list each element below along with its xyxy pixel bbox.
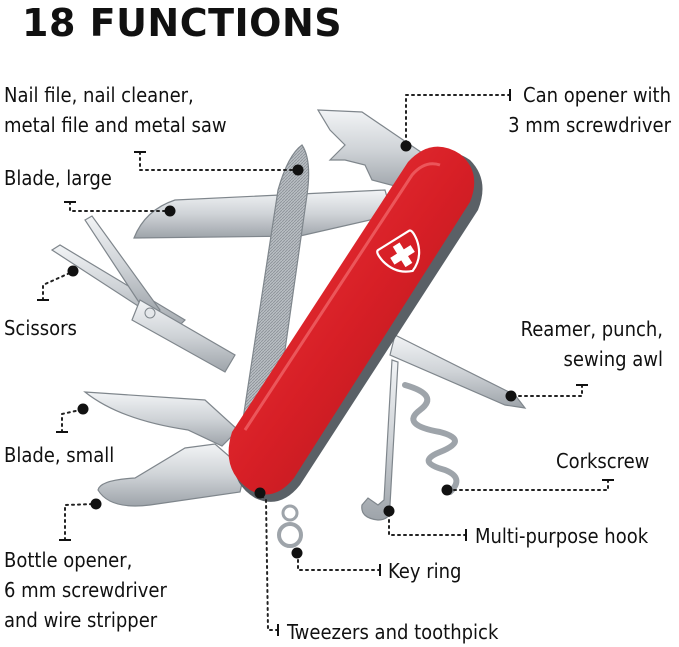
large-blade [133,189,393,239]
label-nail-file-line-2: metal file and metal saw [4,113,227,137]
swiss-cross-logo [376,229,421,273]
label-reamer-line-2: sewing awl [563,347,663,371]
label-blade-small: Blade, small [4,443,115,467]
label-reamer-line-1: Reamer, punch, [520,317,663,341]
label-bottle-opener-line-2: 6 mm screwdriver [4,578,167,602]
label-multi-hook: Multi-purpose hook [475,524,649,548]
reamer [389,334,527,409]
label-tweezers: Tweezers and toothpick [287,620,499,644]
red-handle [228,146,483,502]
label-can-opener: Can opener with 3 mm screwdriver [508,80,671,140]
label-ticks [37,89,614,636]
label-bottle-opener-line-3: and wire stripper [4,608,158,632]
label-key-ring: Key ring [388,559,462,583]
label-nail-file-line-1: Nail file, nail cleaner, [4,83,194,107]
bottle-opener [97,443,246,507]
label-can-opener-line-2: 3 mm screwdriver [508,113,671,137]
small-blade [83,391,239,447]
label-scissors: Scissors [4,316,77,340]
scissors-arm [131,299,236,373]
label-bottle-opener-line-1: Bottle opener, [4,548,133,572]
label-nail-file: Nail file, nail cleaner, metal file and … [4,80,227,140]
callout-dots [67,140,517,559]
scissors-blade-2 [84,215,161,317]
multi-hook [361,359,399,521]
label-can-opener-line-1: Can opener with [523,83,671,107]
label-blade-large: Blade, large [4,166,112,190]
corkscrew [402,382,460,495]
page-title: 18 FUNCTIONS [22,1,343,45]
label-corkscrew: Corkscrew [556,449,650,473]
label-bottle-opener: Bottle opener, 6 mm screwdriver and wire… [4,545,167,635]
label-reamer: Reamer, punch, sewing awl [521,314,663,374]
key-ring [277,522,303,548]
